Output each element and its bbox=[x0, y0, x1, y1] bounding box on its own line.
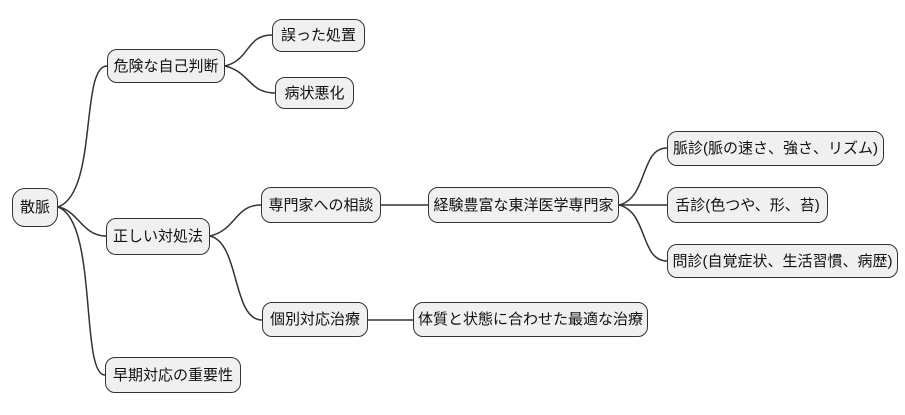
edge-self-diagnosis-to-wrong-treatment bbox=[224, 34, 273, 67]
edge-root-to-self-diagnosis bbox=[57, 65, 108, 208]
edge-root-to-correct-response bbox=[57, 206, 107, 237]
node-condition-worsening: 病状悪化 bbox=[275, 77, 354, 109]
node-tongue-diagnosis: 舌診(色つや、形、苔) bbox=[667, 187, 828, 223]
node-consult-expert: 専門家への相談 bbox=[261, 187, 381, 223]
node-experienced-expert: 経験豊富な東洋医学専門家 bbox=[428, 187, 619, 223]
node-root-sanmyaku: 散脈 bbox=[12, 188, 58, 227]
edge-root-to-early-response bbox=[57, 206, 106, 376]
edge-experienced-expert-to-pulse-diagnosis bbox=[618, 147, 668, 206]
edge-experienced-expert-to-interview bbox=[618, 204, 668, 262]
edge-correct-response-to-individualized-treatment bbox=[209, 235, 263, 321]
node-pulse-diagnosis: 脈診(脈の速さ、強さ、リズム) bbox=[667, 131, 884, 166]
node-dangerous-self-judgment: 危険な自己判断 bbox=[107, 49, 225, 83]
node-wrong-treatment: 誤った処置 bbox=[272, 19, 365, 52]
node-optimal-treatment: 体質と状態に合わせた最適な治療 bbox=[413, 302, 648, 337]
node-correct-response: 正しい対処法 bbox=[106, 218, 210, 255]
node-early-response-importance: 早期対応の重要性 bbox=[105, 357, 241, 393]
node-individualized-treatment: 個別対応治療 bbox=[262, 302, 368, 337]
edge-correct-response-to-consult-expert bbox=[209, 204, 262, 237]
node-interview-diagnosis: 問診(自覚症状、生活習慣、病歴) bbox=[667, 244, 898, 278]
edge-self-diagnosis-to-worsening bbox=[224, 65, 276, 94]
